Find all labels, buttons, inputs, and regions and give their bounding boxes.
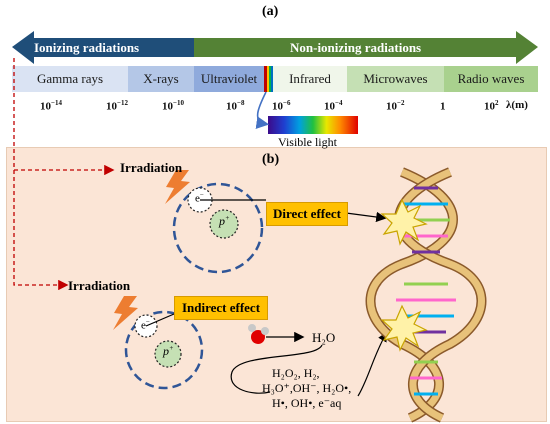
band-label-radio: Radio waves [457, 71, 525, 86]
tick-label: 10−4 [324, 99, 343, 113]
h2o-label: H₂O [312, 330, 336, 345]
visible-light-label: Visible light [278, 135, 337, 149]
band-gamma [12, 66, 128, 92]
band-xray [128, 66, 194, 92]
proton-label-2: p+ [163, 344, 174, 358]
products-line-3: H•, OH•, e⁻aq [272, 396, 342, 410]
non-ionizing-label: Non-ionizing radiations [290, 40, 422, 55]
panel-b-label: (b) [262, 152, 280, 167]
damage-burst-icon-1 [380, 198, 428, 246]
hydrogen-atom-2 [261, 327, 269, 335]
ionizing-label: Ionizing radiations [34, 40, 140, 55]
irradiation-label-2: Irradiation [68, 278, 131, 293]
atom-orbit-1 [172, 182, 264, 274]
ionizing-arrow [12, 31, 194, 64]
tick-label: 10−12 [106, 99, 128, 113]
proton-2 [154, 340, 182, 368]
indirect-arrow [357, 331, 388, 397]
radiolysis-curve [230, 344, 323, 394]
tick-label: 10−8 [226, 99, 245, 113]
electron-label-1: e− [195, 191, 204, 205]
unit-label: λ(m) [506, 99, 528, 111]
tick-label: 10−10 [162, 99, 184, 113]
band-visible-strip [264, 66, 268, 92]
direct-effect-box: Direct effect [266, 202, 348, 226]
band-label-microwaves: Microwaves [363, 71, 428, 86]
tick-label: 10−6 [272, 99, 291, 113]
band-uv [194, 66, 264, 92]
band-label-xray: X-rays [143, 71, 179, 86]
dna-helix-icon [365, 167, 487, 423]
tick-label: 102 [484, 99, 499, 113]
band-microwave [347, 66, 444, 92]
products-line-1: H₂O₂, H₂, [272, 366, 320, 380]
electron-label-2: e− [141, 318, 150, 332]
irradiation-label-1: Irradiation [120, 160, 183, 175]
band-label-uv: Ultraviolet [200, 71, 258, 86]
tick-label: 1 [440, 100, 446, 113]
band-radio [444, 66, 538, 92]
red-dashed-connector [13, 58, 69, 291]
direct-arrow [345, 211, 387, 223]
atom-orbit-2 [124, 310, 204, 390]
products-line-2: H₃O⁺,OH⁻, H₂O•, [262, 381, 352, 395]
lightning-icon-2 [113, 296, 138, 330]
band-infrared [273, 66, 347, 92]
hydrogen-atom-1 [248, 324, 256, 332]
tick-label: 10−2 [386, 99, 405, 113]
panel-b [6, 147, 547, 422]
visible-light-pointer [255, 91, 270, 129]
indirect-effect-box: Indirect effect [174, 296, 268, 320]
band-label-infrared: Infrared [289, 71, 331, 86]
panel-a-label: (a) [262, 4, 279, 19]
lightning-icon-1 [165, 170, 190, 204]
proton-1 [209, 209, 239, 239]
oxygen-atom [251, 330, 265, 344]
visible-light-bar [268, 116, 358, 134]
proton-label-1: p+ [219, 214, 230, 228]
non-ionizing-arrow [194, 31, 538, 64]
damage-burst-icon-2 [380, 304, 428, 352]
band-label-gamma: Gamma rays [36, 71, 104, 86]
tick-label: 10−14 [40, 99, 62, 113]
